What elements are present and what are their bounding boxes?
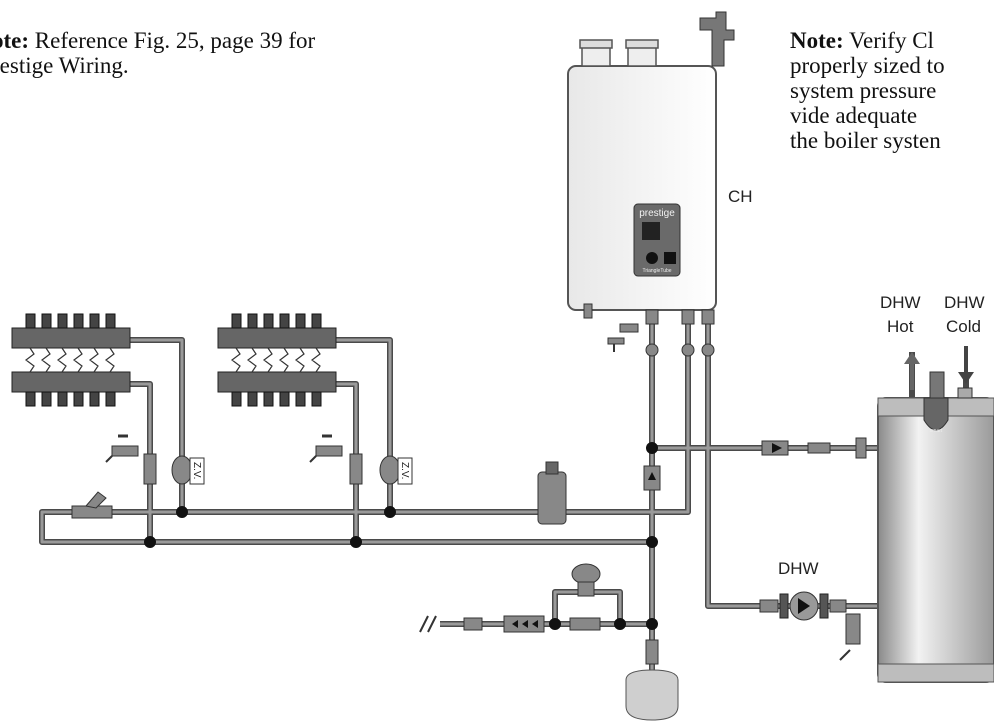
junction xyxy=(646,536,658,548)
boiler-brand: prestige xyxy=(639,208,675,219)
manifold-2 xyxy=(217,313,337,407)
makeup-water-inlet xyxy=(419,615,483,633)
note-right-prefix: Note: xyxy=(790,28,844,53)
backflow-preventer xyxy=(503,615,545,633)
dhw-cold-arrow xyxy=(958,346,974,384)
boiler-drain-valve[interactable] xyxy=(607,323,639,352)
zone-valve-1[interactable]: Z.V. xyxy=(171,455,205,485)
note-right-line5: the boiler systen xyxy=(790,128,941,153)
check-valve-return xyxy=(643,465,661,491)
junction xyxy=(176,506,188,518)
manifold-1 xyxy=(11,313,131,407)
zone-valve-2[interactable]: Z.V. xyxy=(379,455,413,485)
label-ch: CH xyxy=(728,187,753,206)
label-dhw-cold-1: DHW xyxy=(944,293,985,312)
air-separator xyxy=(537,461,567,525)
makeup-ball-valve[interactable] xyxy=(569,617,601,631)
note-right-line1: Verify Cl xyxy=(848,28,934,53)
zone-valve-2-label: Z.V. xyxy=(399,462,410,479)
boiler: prestige TriangleTube xyxy=(567,11,735,357)
dhw-pump[interactable] xyxy=(759,591,861,661)
junction xyxy=(646,618,658,630)
y-strainer xyxy=(71,491,113,519)
dhw-tank: smart xyxy=(877,371,994,683)
note-left: ote: Reference Fig. 25, page 39 for rest… xyxy=(0,28,315,78)
boiler-sub: TriangleTube xyxy=(642,268,671,274)
zone-valve-1-label: Z.V. xyxy=(191,462,202,479)
junction xyxy=(549,618,561,630)
dhw-hot-arrow xyxy=(904,352,920,390)
purge-valve-1[interactable] xyxy=(105,434,157,485)
junction xyxy=(384,506,396,518)
note-right-line2: properly sized to xyxy=(790,53,945,78)
label-dhw-pump: DHW xyxy=(778,559,819,578)
note-left-line2: restige Wiring. xyxy=(0,53,129,78)
pipe-manifold1-supply xyxy=(130,337,185,512)
junction xyxy=(646,442,658,454)
check-valve-dhw xyxy=(761,437,867,459)
reset-button[interactable] xyxy=(646,252,658,264)
boiler-display xyxy=(642,222,660,240)
junction xyxy=(350,536,362,548)
junction xyxy=(614,618,626,630)
junction xyxy=(144,536,156,548)
label-dhw-cold-2: Cold xyxy=(946,317,981,336)
note-right: Note: Verify Cl properly sized to system… xyxy=(790,28,945,153)
label-dhw-hot-2: Hot xyxy=(887,317,914,336)
label-dhw-hot-1: DHW xyxy=(880,293,921,312)
note-right-line4: vide adequate xyxy=(790,103,918,128)
note-left-prefix: ote: xyxy=(0,28,30,53)
pipes-fill xyxy=(40,318,880,672)
pressure-reducing-valve xyxy=(571,563,601,597)
note-right-line3: system pressure xyxy=(790,78,937,103)
pipe-manifold2-supply xyxy=(335,337,393,512)
note-left-line1: Reference Fig. 25, page 39 for xyxy=(34,28,316,53)
expansion-tank xyxy=(625,669,679,721)
junctions xyxy=(144,442,658,630)
tank-badge: smart xyxy=(930,428,943,434)
power-button[interactable] xyxy=(664,252,676,264)
purge-valve-2[interactable] xyxy=(309,434,363,485)
relief-valve xyxy=(699,11,735,67)
